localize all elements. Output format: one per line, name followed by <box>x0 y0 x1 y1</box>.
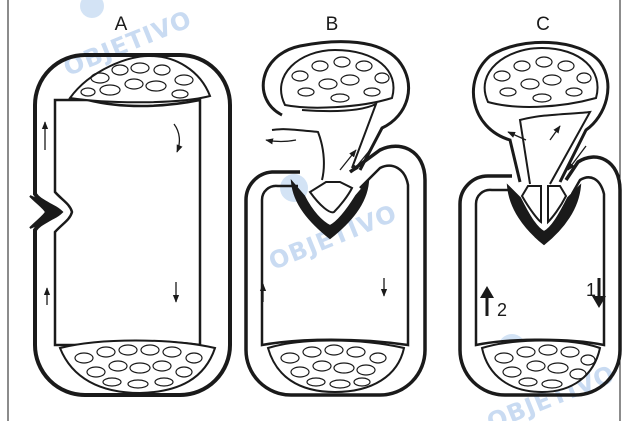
panel-c-heart <box>508 186 580 244</box>
panel-a-capillary-bed-bottom <box>60 341 215 394</box>
panel-c-arrow-upper-right <box>550 126 560 140</box>
panel-a-arrow-curve-right <box>174 124 179 152</box>
panel-c-capillary-bed-lung <box>485 48 598 107</box>
panel-b-capillary-bed-lung <box>281 50 393 108</box>
panel-label-a: A <box>115 14 128 35</box>
panel-a-inner-lumen <box>55 100 200 345</box>
panel-b-arrow-diagonal-up <box>340 150 356 170</box>
panel-label-c: C <box>536 14 550 35</box>
arrow-number-1: 1 <box>586 280 596 300</box>
panel-c-complete-double-circuit <box>460 42 620 395</box>
arrow-number-2: 2 <box>497 300 507 320</box>
panel-label-b: B <box>326 14 339 35</box>
panel-c-arrow-2-up <box>480 286 494 316</box>
panel-c-pulmonary-inner <box>520 112 590 184</box>
panel-b-arrow-to-lung-left <box>266 140 296 142</box>
panel-a-single-circuit <box>30 55 230 395</box>
panel-b-capillary-bed-body <box>268 341 404 393</box>
